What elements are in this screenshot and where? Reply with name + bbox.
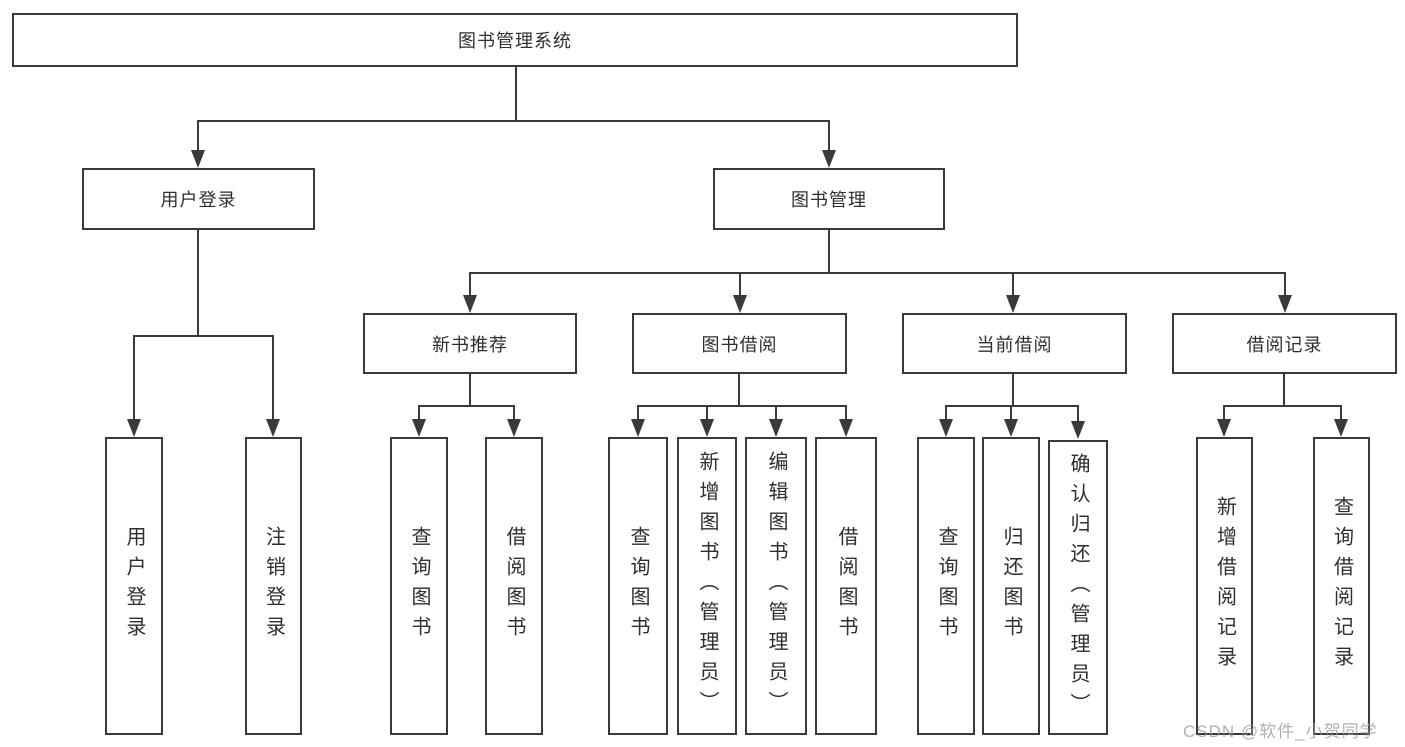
leaf-current-return: 归还图书 bbox=[982, 437, 1040, 735]
arrow-down-icon bbox=[266, 419, 280, 437]
arrow-down-icon bbox=[507, 419, 521, 437]
node-label: 用户登录 bbox=[160, 190, 237, 210]
connector-v bbox=[197, 230, 199, 337]
connector-v bbox=[1223, 405, 1225, 421]
leaf-label: 确认归还（管理员） bbox=[1067, 452, 1089, 723]
connector-v bbox=[469, 374, 471, 407]
connector-v bbox=[845, 405, 847, 421]
connector-v bbox=[828, 120, 830, 152]
arrow-down-icon bbox=[769, 419, 783, 437]
arrow-down-icon bbox=[700, 419, 714, 437]
leaf-records-add: 新增借阅记录 bbox=[1196, 437, 1253, 735]
arrow-down-icon bbox=[1217, 419, 1231, 437]
node-book-management: 图书管理 bbox=[713, 168, 945, 230]
leaf-label: 查询图书 bbox=[408, 526, 430, 646]
leaf-borrow-borrow: 借阅图书 bbox=[815, 437, 877, 735]
leaf-borrow-edit-admin: 编辑图书（管理员） bbox=[745, 437, 807, 735]
connector-v bbox=[739, 272, 741, 295]
leaf-label: 查询图书 bbox=[935, 526, 957, 646]
node-current-borrowing: 当前借阅 bbox=[902, 313, 1127, 374]
arrow-down-icon bbox=[733, 295, 747, 313]
arrow-down-icon bbox=[839, 419, 853, 437]
connector-v bbox=[469, 272, 471, 295]
connector-v bbox=[515, 67, 517, 120]
leaf-label: 查询图书 bbox=[627, 526, 649, 646]
connector-v bbox=[272, 335, 274, 419]
leaf-borrow-add-admin: 新增图书（管理员） bbox=[677, 437, 737, 735]
leaf-label: 编辑图书（管理员） bbox=[765, 451, 787, 721]
connector-v bbox=[1340, 405, 1342, 421]
node-borrowing-records: 借阅记录 bbox=[1172, 313, 1397, 374]
node-label: 当前借阅 bbox=[976, 334, 1053, 355]
leaf-current-confirm-admin: 确认归还（管理员） bbox=[1048, 440, 1108, 735]
leaf-borrow-query: 查询图书 bbox=[608, 437, 668, 735]
leaf-label: 注销登录 bbox=[262, 526, 285, 646]
leaf-records-query: 查询借阅记录 bbox=[1313, 437, 1370, 735]
leaf-label: 借阅图书 bbox=[503, 526, 525, 646]
node-label: 新书推荐 bbox=[432, 334, 508, 355]
connector-h bbox=[946, 405, 1079, 407]
arrow-down-icon bbox=[1278, 295, 1292, 313]
arrow-down-icon bbox=[1004, 419, 1018, 437]
connector-h bbox=[197, 120, 830, 122]
node-label: 图书管理系统 bbox=[458, 31, 572, 51]
connector-v bbox=[775, 405, 777, 421]
arrow-down-icon bbox=[1071, 421, 1085, 439]
connector-h bbox=[1224, 405, 1342, 407]
connector-h bbox=[637, 405, 847, 407]
connector-h bbox=[133, 335, 274, 337]
arrow-down-icon bbox=[412, 419, 426, 437]
connector-h bbox=[469, 272, 1286, 274]
arrow-down-icon bbox=[1334, 419, 1348, 437]
leaf-label: 归还图书 bbox=[1000, 526, 1022, 646]
csdn-watermark: CSDN @软件_小贺同学 bbox=[1183, 722, 1378, 741]
connector-v bbox=[1012, 272, 1014, 295]
arrow-down-icon bbox=[463, 295, 477, 313]
node-label: 图书借阅 bbox=[701, 334, 778, 355]
connector-h bbox=[418, 405, 514, 407]
connector-v bbox=[1284, 272, 1286, 295]
leaf-user-login: 用户登录 bbox=[105, 437, 163, 735]
leaf-label: 新增图书（管理员） bbox=[696, 451, 718, 721]
connector-v bbox=[706, 405, 708, 421]
connector-v bbox=[133, 335, 135, 419]
node-label: 图书管理 bbox=[791, 190, 867, 210]
leaf-logout: 注销登录 bbox=[245, 437, 302, 735]
connector-v bbox=[1077, 405, 1079, 421]
arrow-down-icon bbox=[822, 150, 836, 168]
connector-v bbox=[945, 405, 947, 421]
node-root: 图书管理系统 bbox=[12, 13, 1018, 67]
node-user-login: 用户登录 bbox=[82, 168, 315, 230]
leaf-label: 查询借阅记录 bbox=[1330, 496, 1353, 676]
leaf-label: 用户登录 bbox=[123, 526, 145, 646]
arrow-down-icon bbox=[191, 150, 205, 168]
arrow-down-icon bbox=[631, 419, 645, 437]
connector-v bbox=[513, 405, 515, 421]
connector-v bbox=[197, 120, 199, 152]
arrow-down-icon bbox=[127, 419, 141, 437]
leaf-newbook-query: 查询图书 bbox=[390, 437, 448, 735]
node-label: 借阅记录 bbox=[1246, 334, 1323, 355]
connector-v bbox=[738, 374, 740, 407]
node-book-borrowing: 图书借阅 bbox=[632, 313, 847, 374]
connector-v bbox=[1283, 374, 1285, 407]
leaf-newbook-borrow: 借阅图书 bbox=[485, 437, 543, 735]
connector-v bbox=[637, 405, 639, 421]
connector-v bbox=[828, 230, 830, 274]
leaf-current-query: 查询图书 bbox=[917, 437, 975, 735]
node-new-book-recommend: 新书推荐 bbox=[363, 313, 577, 374]
leaf-label: 借阅图书 bbox=[835, 526, 857, 646]
connector-v bbox=[1010, 405, 1012, 421]
connector-v bbox=[1012, 374, 1014, 407]
leaf-label: 新增借阅记录 bbox=[1213, 496, 1236, 676]
arrow-down-icon bbox=[939, 419, 953, 437]
connector-v bbox=[418, 405, 420, 421]
arrow-down-icon bbox=[1006, 295, 1020, 313]
